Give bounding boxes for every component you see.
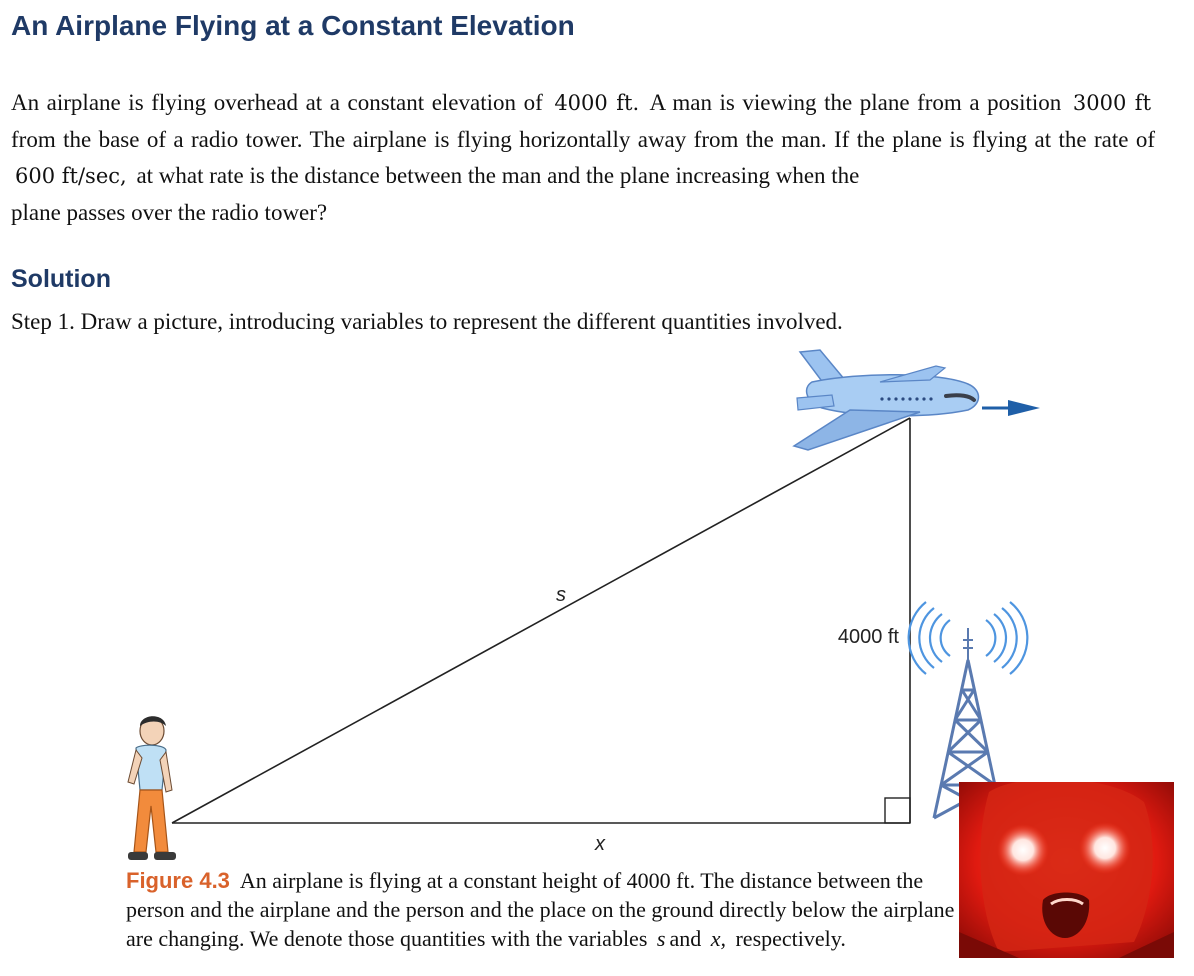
- problem-statement: An airplane is flying overhead at a cons…: [11, 85, 1155, 231]
- elevation-value: 4000 ft.: [554, 91, 640, 115]
- solution-heading: Solution: [11, 265, 111, 293]
- person-icon: [127, 716, 176, 860]
- reaction-face-image: [959, 782, 1174, 958]
- problem-text-4: at what rate is the distance between the…: [136, 163, 860, 188]
- reaction-image: [959, 782, 1174, 958]
- caption-text-3a: are changing. We denote those quantities…: [126, 926, 648, 951]
- caption-line-1: Figure 4.3 An airplane is flying at a con…: [126, 866, 966, 895]
- label-height: 4000 ft: [838, 626, 900, 648]
- problem-text-5: plane passes over the radio tower?: [11, 199, 328, 225]
- problem-text-3: from the base of a radio tower. The airp…: [11, 126, 1155, 152]
- caption-and: and: [669, 926, 702, 951]
- rate-value: 600 ft/sec,: [15, 164, 127, 188]
- hypotenuse-line: [171, 417, 911, 824]
- step-1-text: Step 1. Draw a picture, introducing vari…: [11, 309, 843, 334]
- airplane-icon: [792, 349, 980, 451]
- direction-arrow-icon: [982, 400, 1040, 416]
- caption-line-3: are changing. We denote those quantities…: [126, 924, 966, 953]
- right-angle-marker: [884, 797, 911, 824]
- problem-text-1: An airplane is flying overhead at a cons…: [11, 90, 543, 115]
- problem-text-2: A man is viewing the plane from a positi…: [649, 90, 1062, 115]
- label-s: s: [556, 584, 566, 606]
- figure-label: Figure 4.3: [126, 868, 230, 893]
- caption-var-s: s: [656, 926, 666, 951]
- caption-text-1: An airplane is flying at a constant heig…: [239, 868, 924, 893]
- page-title: An Airplane Flying at a Constant Elevati…: [11, 10, 575, 41]
- radio-waves-icon: [907, 601, 1029, 675]
- label-x: x: [594, 833, 606, 855]
- distance-value: 3000 ft: [1072, 91, 1152, 115]
- caption-line-2: person and the airplane and the person a…: [126, 897, 955, 922]
- figure-caption: Figure 4.3 An airplane is flying at a con…: [126, 866, 966, 953]
- caption-text-3b: respectively.: [735, 926, 846, 951]
- caption-var-x: x,: [710, 926, 726, 951]
